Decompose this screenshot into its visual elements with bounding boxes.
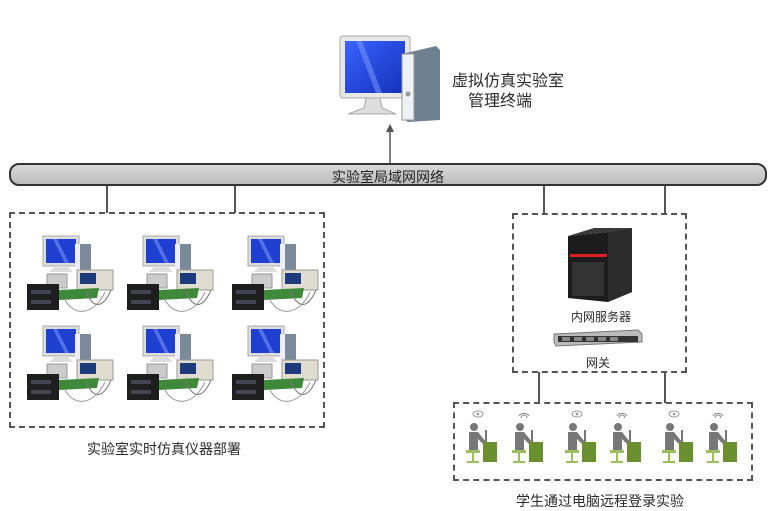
connector-line <box>664 372 666 403</box>
students-box <box>453 402 753 481</box>
eye-icon <box>571 410 583 418</box>
student-icon <box>706 412 737 463</box>
students-label: 学生通过电脑远程登录实验 <box>516 494 684 510</box>
server-tower-icon <box>568 228 632 302</box>
instrument-station-icon <box>127 325 214 402</box>
student-workstation <box>704 410 738 466</box>
student-workstation <box>563 410 597 466</box>
connector-line <box>543 186 545 214</box>
instrument-station <box>25 234 117 320</box>
instrument-station <box>230 234 322 320</box>
server-gateway-box <box>512 213 687 373</box>
gateway-label: 网关 <box>586 356 611 370</box>
student-icon <box>662 410 693 463</box>
gateway-rack-icon <box>553 329 643 347</box>
server-label: 内网服务器 <box>571 310 632 324</box>
lab-instruments-box <box>9 212 325 428</box>
instrument-station-icon <box>127 235 214 312</box>
wifi-icon <box>712 412 724 417</box>
student-workstation <box>608 410 642 466</box>
terminal-label-line2: 管理终端 <box>468 91 533 110</box>
instrument-station-icon <box>27 235 114 312</box>
arrow-up-icon <box>386 124 394 164</box>
student-icon <box>610 412 641 463</box>
eye-icon <box>668 410 680 418</box>
lan-network-bus: 实验室局域网网络 <box>9 163 767 186</box>
instrument-station <box>230 324 322 410</box>
student-icon <box>512 412 543 463</box>
wifi-icon <box>518 412 530 417</box>
connector-line <box>664 186 666 214</box>
student-icon <box>565 410 596 463</box>
management-terminal-computer-icon <box>339 35 440 122</box>
connector-line <box>538 372 540 403</box>
instrument-station-icon <box>27 325 114 402</box>
connector-line <box>234 186 236 213</box>
eye-icon <box>472 410 484 418</box>
student-workstation <box>510 410 544 466</box>
server-red-stripe <box>570 254 607 257</box>
wifi-icon <box>616 412 628 417</box>
student-workstation <box>660 410 694 466</box>
instrument-station-icon <box>232 325 319 402</box>
instrument-station-icon <box>232 235 319 312</box>
connector-line <box>106 186 108 213</box>
student-icon <box>466 410 497 463</box>
lab-label: 实验室实时仿真仪器部署 <box>87 442 241 458</box>
student-workstation <box>464 410 498 466</box>
instrument-station <box>125 234 217 320</box>
instrument-station <box>25 324 117 410</box>
instrument-station <box>125 324 217 410</box>
lan-network-label: 实验室局域网网络 <box>332 170 444 186</box>
terminal-label-line1: 虚拟仿真实验室 <box>452 71 565 90</box>
